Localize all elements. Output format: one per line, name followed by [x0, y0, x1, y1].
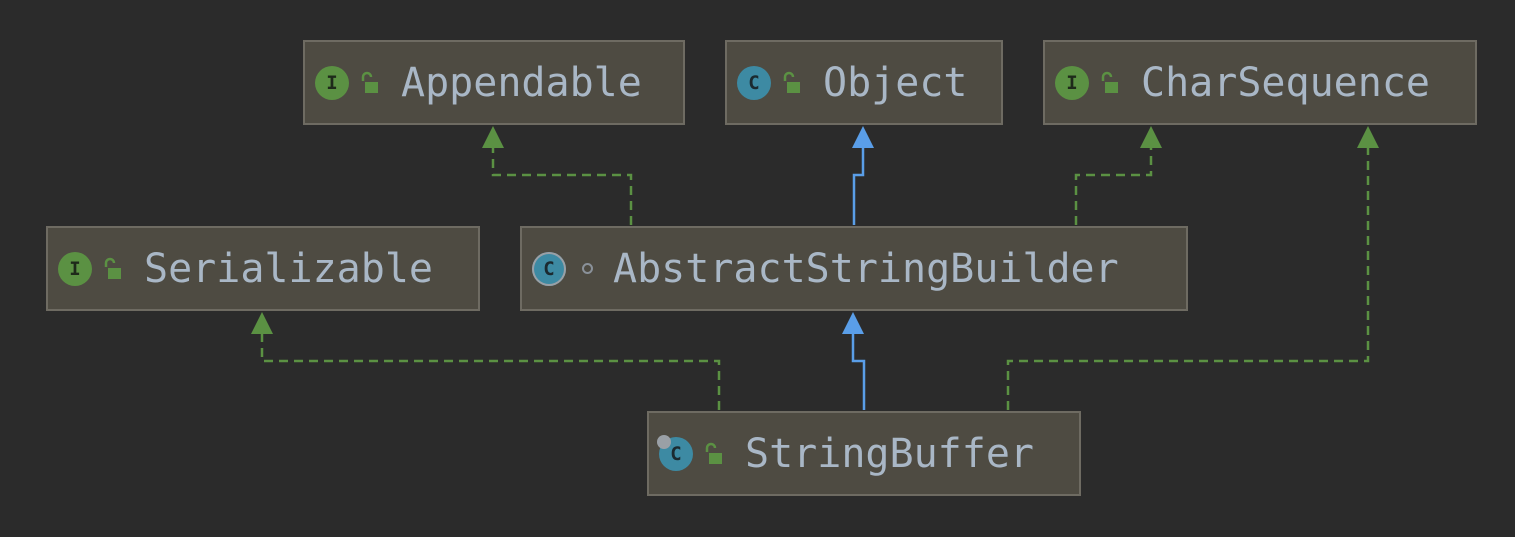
node-label: CharSequence: [1141, 59, 1430, 106]
edge-stringbuffer-charsequence: [1006, 148, 1370, 410]
interface-icon: I: [1055, 65, 1089, 100]
node-serializable[interactable]: I Serializable: [46, 226, 480, 311]
arrowhead-charsequence-sb: [1357, 126, 1379, 148]
edge-stringbuffer-asb: [851, 334, 866, 410]
node-abstractstringbuilder[interactable]: C AbstractStringBuilder: [520, 226, 1188, 311]
arrowhead-serializable: [251, 312, 273, 334]
interface-icon: I: [315, 65, 349, 100]
node-label: Object: [823, 59, 968, 106]
interface-icon: I: [58, 251, 92, 286]
node-appendable[interactable]: I Appendable: [303, 40, 685, 125]
node-label: Serializable: [144, 245, 433, 292]
node-label: Appendable: [401, 59, 642, 106]
class-icon: C: [737, 65, 771, 100]
package-private-icon: [582, 263, 593, 274]
arrowhead-charsequence-asb: [1140, 126, 1162, 148]
public-lock-icon: [100, 256, 126, 282]
node-charsequence[interactable]: I CharSequence: [1043, 40, 1477, 125]
node-label: AbstractStringBuilder: [613, 245, 1119, 292]
public-lock-icon: [779, 70, 805, 96]
node-object[interactable]: C Object: [725, 40, 1003, 125]
abstract-class-icon: C: [532, 251, 566, 286]
public-lock-icon: [701, 441, 727, 467]
node-stringbuffer[interactable]: C StringBuffer: [647, 411, 1081, 496]
arrowhead-appendable: [482, 126, 504, 148]
public-lock-icon: [357, 70, 383, 96]
edge-stringbuffer-serializable: [260, 334, 721, 410]
node-label: StringBuffer: [745, 430, 1034, 477]
edge-asb-object: [852, 148, 865, 225]
arrowhead-asb: [842, 312, 864, 334]
public-lock-icon: [1097, 70, 1123, 96]
edge-asb-charsequence: [1074, 148, 1153, 225]
final-class-icon: C: [657, 434, 693, 471]
arrowhead-object: [852, 126, 874, 148]
edge-asb-appendable: [491, 148, 633, 225]
